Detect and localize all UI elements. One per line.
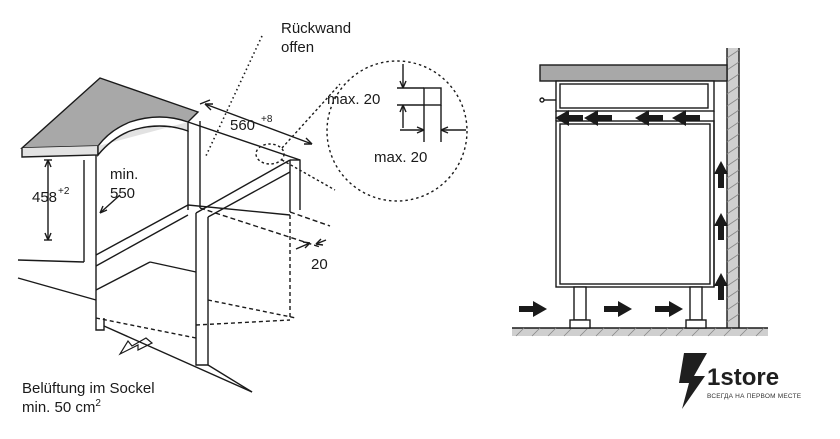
ventilation-label-line2: min. 50 cm2 <box>22 398 101 416</box>
airflow-arrows <box>519 110 728 317</box>
left-drawing-labels: Rückwand offen 560 +8 458 +2 min. 550 20… <box>22 20 427 416</box>
depth-label-line1: min. <box>110 166 138 183</box>
ventilation-label-line1: Belüftung im Sockel <box>22 380 155 397</box>
logo-tagline: ВСЕГДА НА ПЕРВОМ МЕСТЕ <box>707 393 802 400</box>
depth-label-line2: 550 <box>110 185 135 202</box>
brand-logo: 1store ВСЕГДА НА ПЕРВОМ МЕСТЕ <box>679 353 802 409</box>
logo-name: 1store <box>707 364 779 391</box>
cabinet-drawing <box>17 35 468 393</box>
gap-dimension: 20 <box>311 256 328 273</box>
width-dimension-tolerance: +8 <box>261 114 273 125</box>
height-dimension: 458 <box>32 189 57 206</box>
detail-max-bottom: max. 20 <box>374 149 427 166</box>
width-dimension: 560 <box>230 117 255 134</box>
rear-wall-label-line1: Rückwand <box>281 20 351 37</box>
height-dimension-tolerance: +2 <box>58 186 70 197</box>
detail-max-top: max. 20 <box>327 91 380 108</box>
rear-wall-label-line2: offen <box>281 39 314 56</box>
lightning-icon <box>679 353 707 409</box>
airflow-drawing <box>512 48 768 337</box>
